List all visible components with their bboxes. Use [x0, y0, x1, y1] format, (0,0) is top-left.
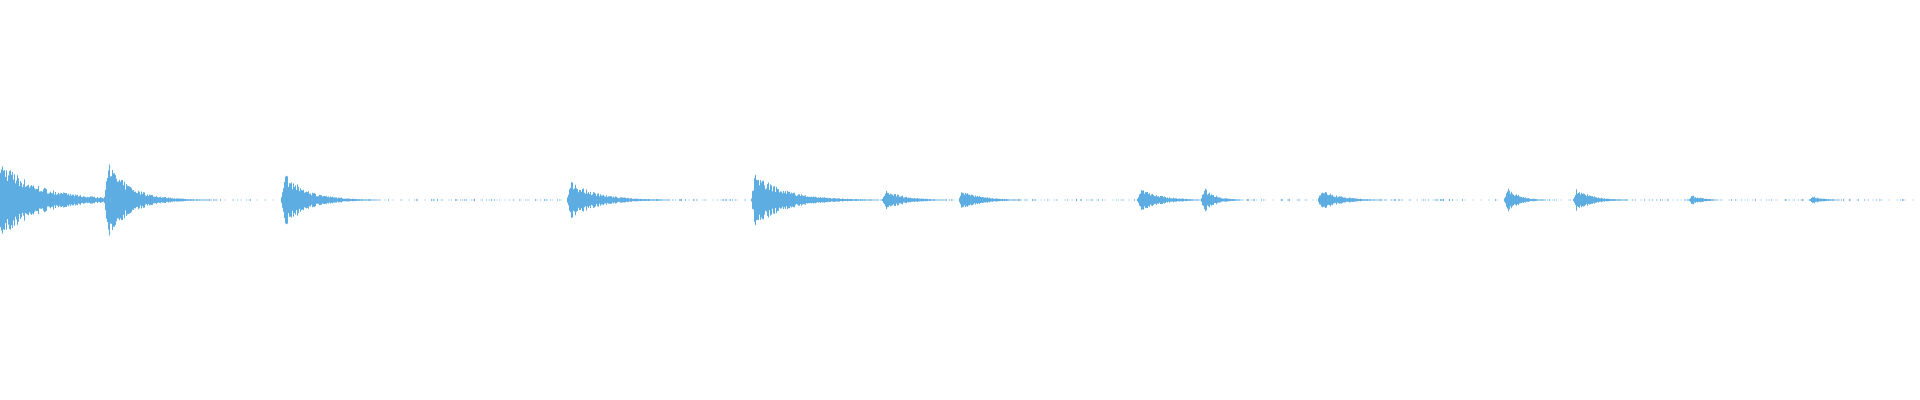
- waveform-path: [0, 164, 1904, 236]
- waveform-bars: [0, 164, 1904, 236]
